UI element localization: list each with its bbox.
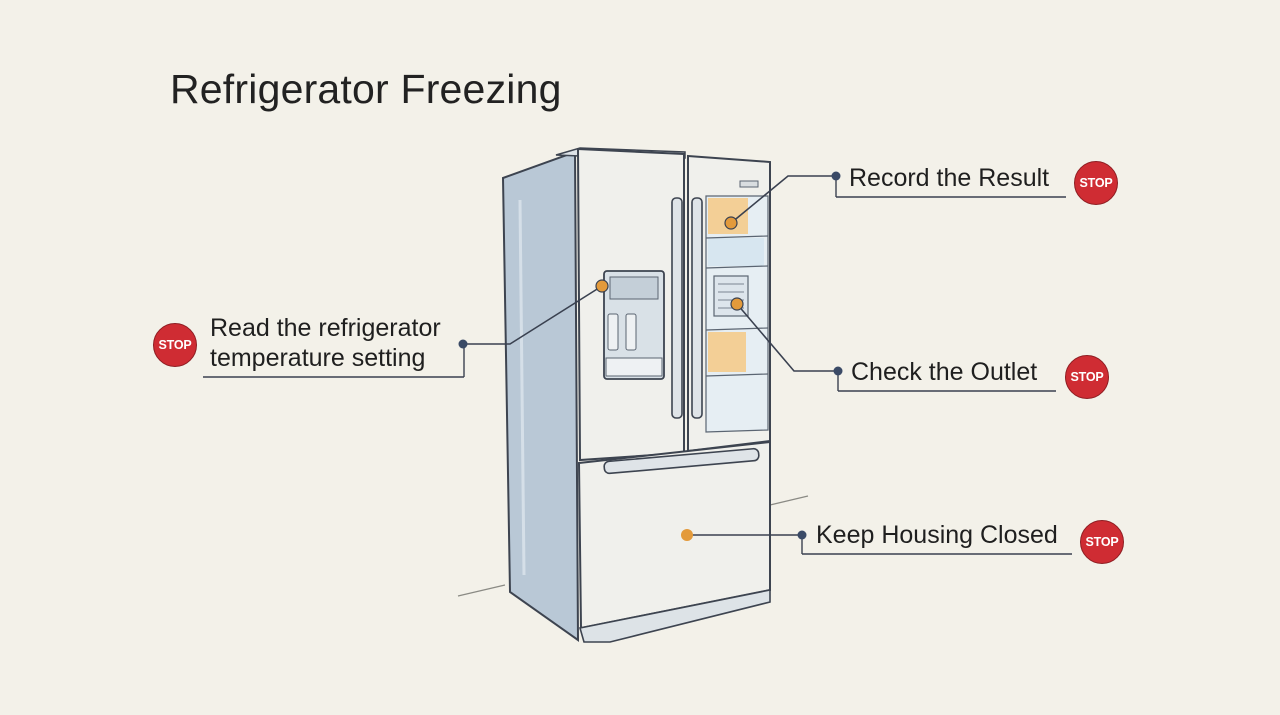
stop-badge-text: STOP	[1079, 176, 1113, 190]
stop-badge-text: STOP	[1085, 535, 1119, 549]
marker-record-result	[724, 216, 738, 230]
floor-line-left	[457, 584, 506, 597]
callout-label-read-temp-line2: temperature setting	[210, 344, 426, 372]
callout-label-read-temp: Read the refrigerator temperature settin…	[210, 313, 441, 373]
marker-check-outlet	[730, 297, 744, 311]
shelf-bin-blue	[708, 238, 764, 266]
marker-read-temp	[595, 279, 609, 293]
endpoint-read-temp	[458, 339, 468, 349]
side-highlight	[518, 199, 526, 576]
page-title: Refrigerator Freezing	[170, 66, 562, 112]
fridge-side-panel	[501, 150, 580, 642]
floor-line-right	[769, 495, 809, 506]
shelf-bin-lower	[708, 332, 746, 372]
fridge-base	[578, 589, 771, 643]
endpoint-check-outlet	[833, 366, 843, 376]
drawer-handle	[603, 447, 760, 475]
callout-label-housing-closed: Keep Housing Closed	[816, 521, 1058, 549]
leader-record-result	[730, 175, 836, 224]
stop-badge-text: STOP	[1070, 370, 1104, 384]
endpoint-housing-closed	[797, 530, 807, 540]
outlet-panel	[713, 275, 749, 317]
callout-label-record-result: Record the Result	[849, 164, 1050, 192]
callout-label-read-temp-line1: Read the refrigerator	[210, 314, 441, 342]
marker-housing-closed	[681, 529, 693, 541]
stop-sign-icon: STOP	[153, 323, 197, 367]
endpoint-record-result	[831, 171, 841, 181]
left-door-handle	[671, 197, 683, 419]
callout-label-check-outlet: Check the Outlet	[851, 358, 1038, 386]
leader-read-temp	[463, 285, 603, 345]
dispenser-display	[609, 276, 659, 300]
brand-badge	[739, 180, 759, 188]
stop-badge-text: STOP	[158, 338, 192, 352]
leader-check-outlet	[736, 303, 838, 372]
stop-sign-icon: STOP	[1074, 161, 1118, 205]
stop-sign-icon: STOP	[1065, 355, 1109, 399]
stop-sign-icon: STOP	[1080, 520, 1124, 564]
right-door-handle	[691, 197, 703, 419]
